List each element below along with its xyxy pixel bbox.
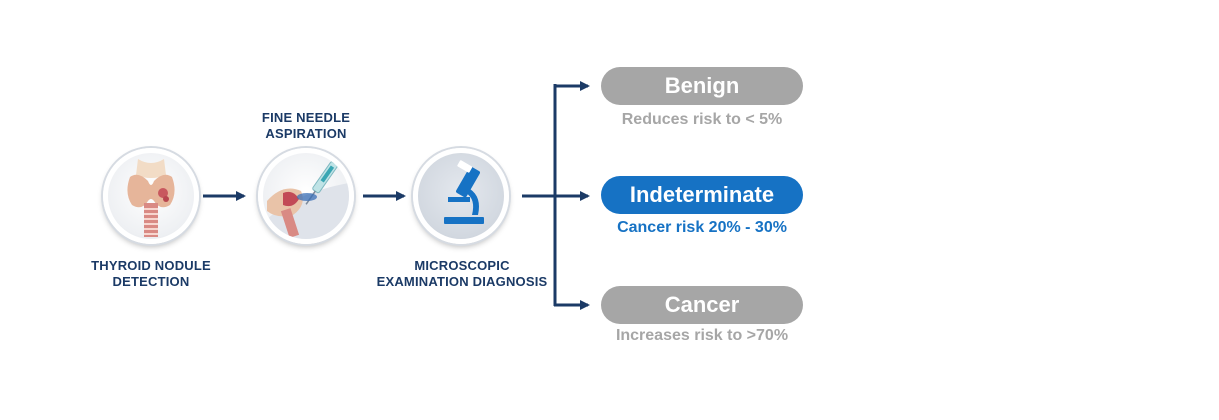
- outcome-subtitle-indeterminate: Cancer risk 20% - 30%: [617, 219, 787, 236]
- stage-label-aspiration: FINE NEEDLE ASPIRATION: [261, 110, 351, 141]
- outcome-pill-cancer: Cancer: [601, 286, 803, 324]
- outcome-subtitle-cancer: Increases risk to >70%: [615, 327, 789, 344]
- outcome-subtitle-benign: Reduces risk to < 5%: [621, 111, 783, 128]
- microscope-icon: [444, 160, 484, 224]
- outcome-pill-benign: Benign: [601, 67, 803, 105]
- stage-label-detection: THYROID NODULE DETECTION: [91, 258, 211, 289]
- stage-microscopic-image: [413, 148, 509, 244]
- thyroid-gland-icon: [127, 159, 175, 237]
- stage-detection-image: [103, 148, 199, 244]
- stage-aspiration-image: [258, 148, 354, 244]
- needle-aspiration-icon: [263, 161, 349, 239]
- outcome-pill-indeterminate: Indeterminate: [601, 176, 803, 214]
- stage-label-microscopic: MICROSCOPIC EXAMINATION DIAGNOSIS: [376, 258, 548, 289]
